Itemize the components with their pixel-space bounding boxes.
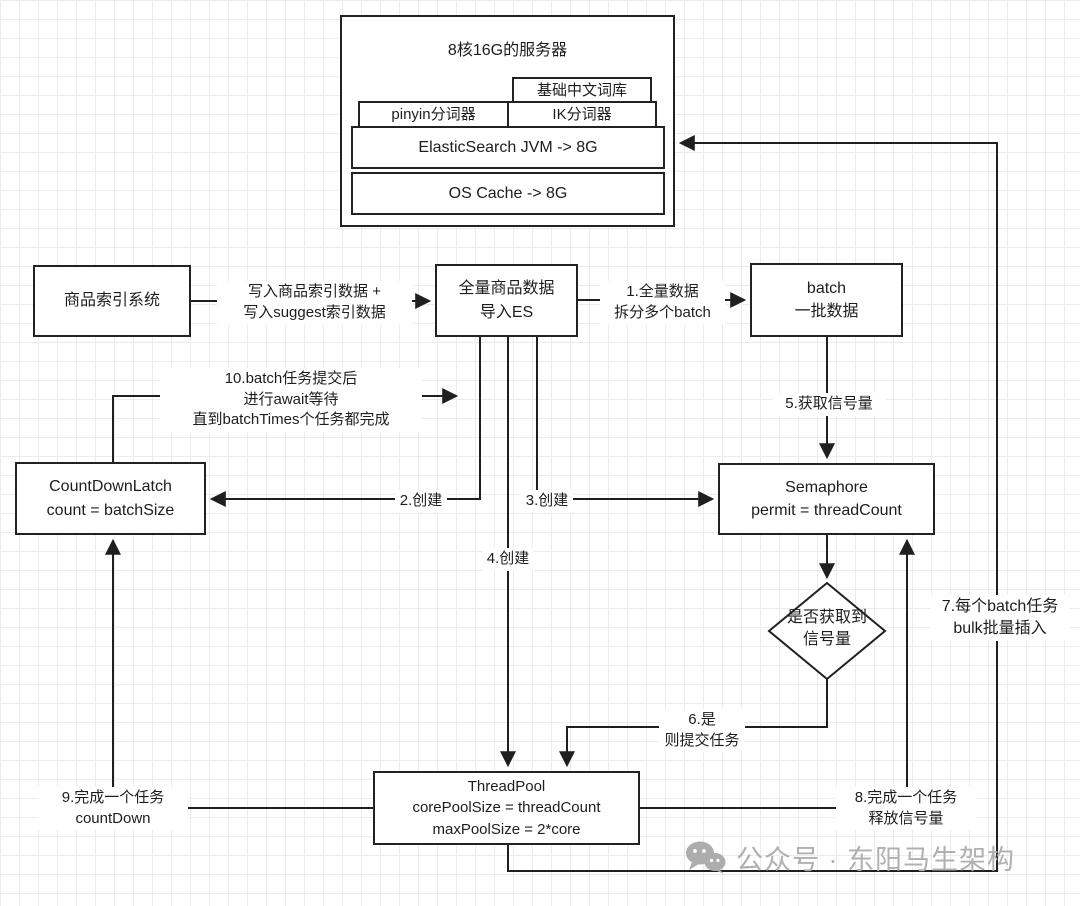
os-cache-label: OS Cache -> 8G [448, 184, 568, 202]
decision-line2: 信号量 [802, 631, 851, 649]
edge-label-step8: 8.完成一个任务 释放信号量 [836, 787, 976, 831]
semaphore-line2: permit = threadCount [751, 502, 902, 519]
watermark-text: 公众号 · 东阳马生架构 [736, 845, 1015, 875]
es-jvm-label: ElasticSearch JVM -> 8G [418, 138, 598, 156]
edge-import-to-countdownlatch [209, 337, 481, 507]
dict-box: 基础中文词库 [512, 77, 652, 104]
batch-line2: 一批数据 [794, 303, 859, 320]
countdownlatch-line2: count = batchSize [46, 501, 175, 519]
ik-analyzer-box: IK分词器 [507, 101, 657, 129]
semaphore-node: Semaphore permit = threadCount [718, 463, 935, 535]
import-es-line1: 全量商品数据 [458, 280, 555, 298]
threadpool-line2: corePoolSize = threadCount [412, 799, 601, 817]
wechat-icon [686, 841, 726, 874]
edge-label-write-index: 写入商品索引数据 + 写入suggest索引数据 [217, 281, 412, 325]
edge-label-step6: 6.是 则提交任务 [659, 709, 745, 753]
edge-label-step10: 10.batch任务提交后 进行await等待 直到batchTimes个任务都… [160, 368, 422, 433]
edge-label-step2: 2.创建 [395, 490, 447, 513]
threadpool-line1: ThreadPool [467, 778, 546, 796]
countdownlatch-line1: CountDownLatch [49, 478, 172, 496]
pinyin-analyzer-label: pinyin分词器 [391, 106, 476, 124]
threadpool-node: ThreadPool corePoolSize = threadCount ma… [373, 771, 640, 845]
decision-diamond [767, 581, 887, 681]
edge-label-step5: 5.获取信号量 [773, 393, 885, 416]
index-system-node: 商品索引系统 [33, 265, 191, 337]
edge-label-step9: 9.完成一个任务 countDown [38, 787, 188, 831]
es-jvm-box: ElasticSearch JVM -> 8G [351, 126, 665, 169]
edge-threadpool-bulk-to-es [507, 135, 998, 872]
server-box: 8核16G的服务器 基础中文词库 pinyin分词器 IK分词器 Elastic… [340, 15, 675, 227]
ik-analyzer-label: IK分词器 [552, 106, 612, 124]
threadpool-line3: maxPoolSize = 2*core [432, 820, 581, 838]
import-es-line2: 导入ES [479, 303, 534, 321]
decision-label: 是否获取到 信号量 [769, 607, 885, 652]
os-cache-box: OS Cache -> 8G [351, 172, 665, 215]
server-title: 8核16G的服务器 [447, 42, 568, 59]
edge-label-step3: 3.创建 [521, 490, 573, 513]
edge-label-step1: 1.全量数据 拆分多个batch [600, 281, 725, 325]
batch-line1: batch [806, 279, 847, 297]
edge-import-to-semaphore [536, 337, 715, 507]
pinyin-analyzer-box: pinyin分词器 [358, 101, 509, 129]
batch-node: batch 一批数据 [750, 263, 903, 337]
edge-threadpool-release-semaphore [640, 538, 915, 809]
import-es-node: 全量商品数据 导入ES [435, 264, 578, 337]
semaphore-line1: Semaphore [785, 478, 868, 496]
edge-label-step7: 7.每个batch任务 bulk批量插入 [930, 595, 1070, 642]
watermark: 公众号 · 东阳马生架构 [684, 838, 1015, 877]
decision-line1: 是否获取到 [786, 609, 867, 626]
countdownlatch-node: CountDownLatch count = batchSize [15, 462, 206, 535]
index-system-label: 商品索引系统 [63, 292, 160, 310]
edge-label-step4: 4.创建 [482, 548, 534, 571]
dict-label: 基础中文词库 [536, 81, 627, 99]
edge-threadpool-countdown [105, 538, 373, 809]
